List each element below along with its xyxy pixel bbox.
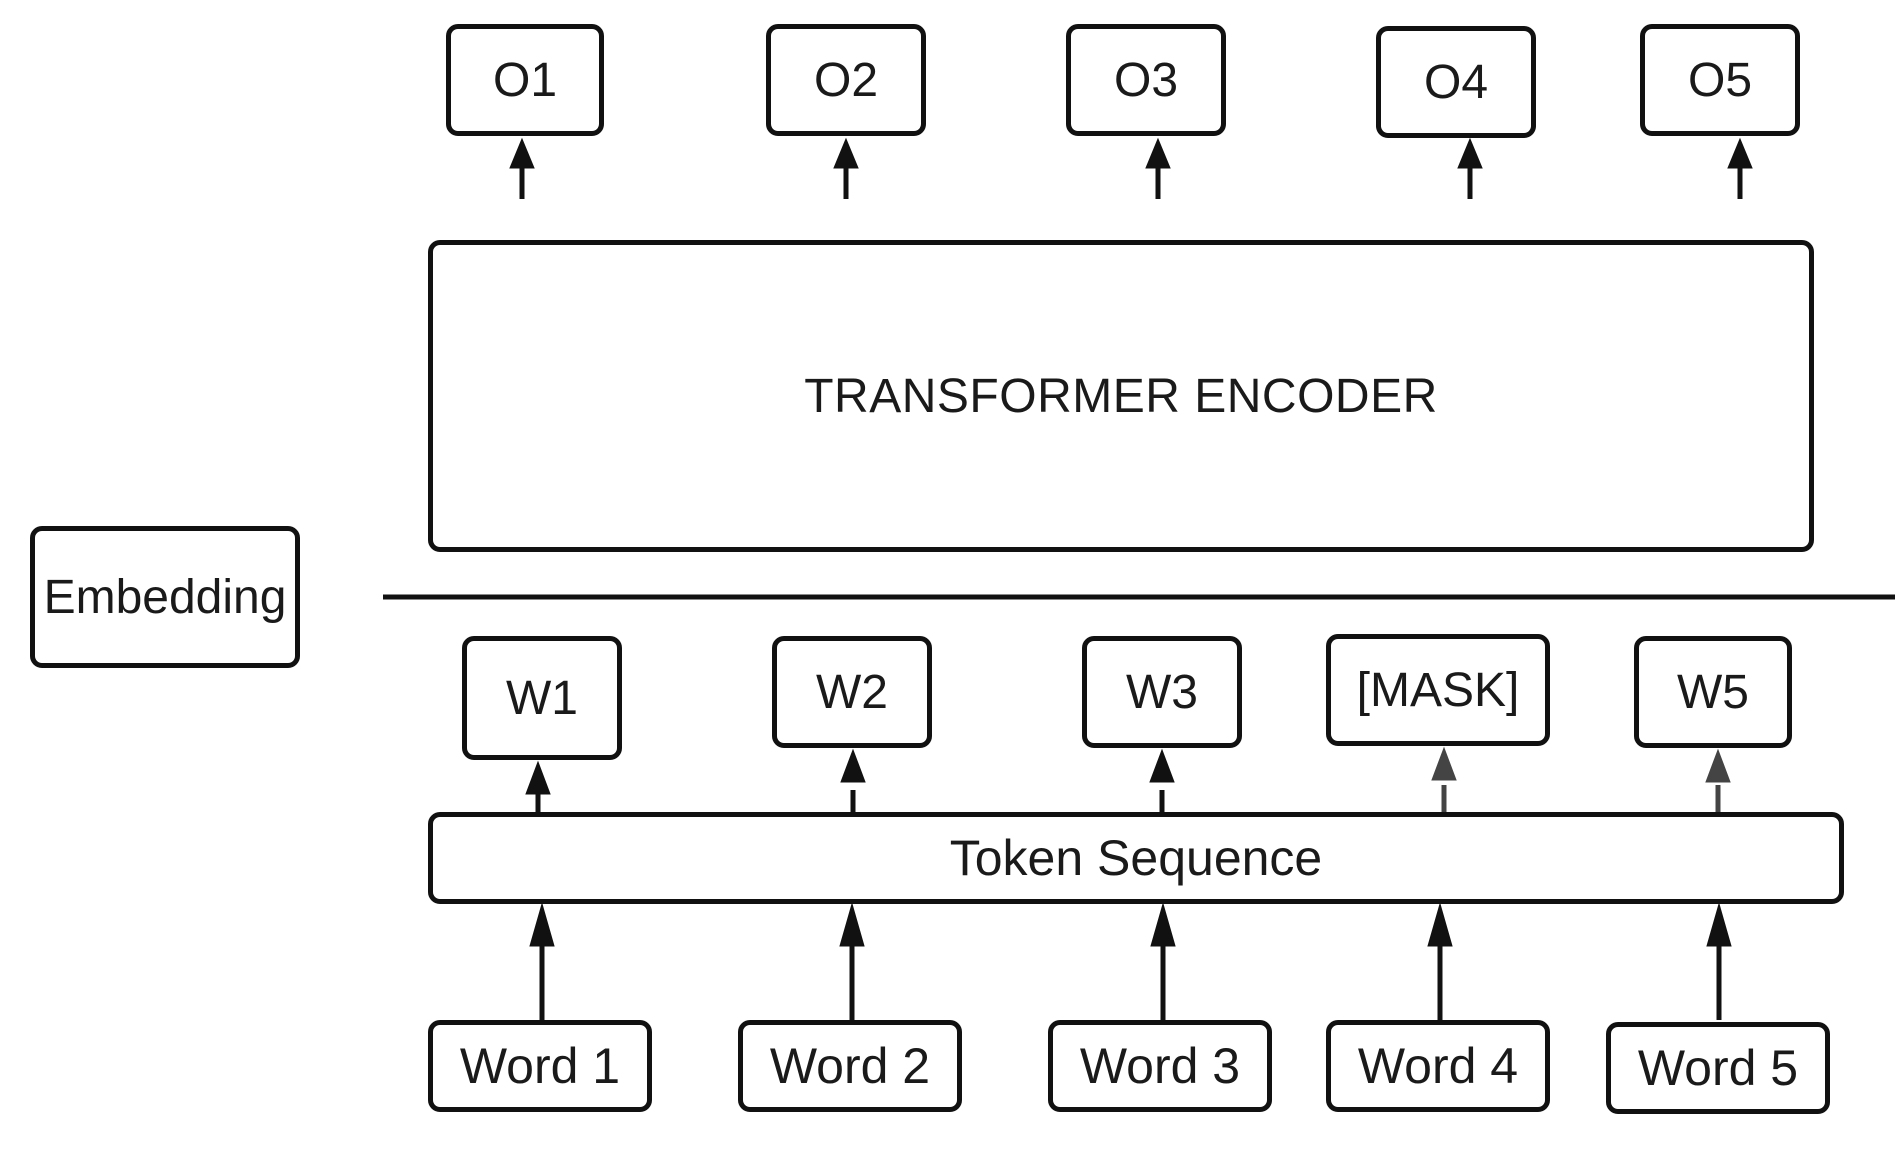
output-label: O1	[492, 53, 558, 107]
word-label: Word 3	[1079, 1038, 1241, 1094]
token-label: W3	[1126, 665, 1198, 719]
output-box-o5: O5	[1640, 24, 1800, 136]
word-sequence-arrows	[529, 902, 1732, 1020]
arrow-from-word-2	[839, 902, 865, 1020]
word-box-3: Word 3	[1048, 1020, 1272, 1112]
transformer-encoder-box: TRANSFORMER ENCODER	[428, 240, 1814, 552]
word-label: Word 5	[1637, 1040, 1799, 1096]
word-box-4: Word 4	[1326, 1020, 1550, 1112]
word-box-1: Word 1	[428, 1020, 652, 1112]
token-label: W5	[1677, 665, 1749, 719]
token-box-w3: W3	[1082, 636, 1242, 748]
token-label: W2	[816, 665, 888, 719]
arrow-to-o2	[833, 137, 859, 199]
token-sequence-label: Token Sequence	[949, 830, 1323, 886]
arrow-to-o5	[1727, 137, 1753, 199]
arrow-to-o1	[509, 137, 535, 199]
token-box-w1: W1	[462, 636, 622, 760]
arrow-from-word-1	[529, 902, 555, 1020]
arrow-to-o4	[1457, 137, 1483, 199]
token-label: [MASK]	[1356, 663, 1520, 717]
embedding-box: Embedding	[30, 526, 300, 668]
output-label: O3	[1113, 53, 1179, 107]
token-sequence-box: Token Sequence	[428, 812, 1844, 904]
token-label: W1	[506, 671, 578, 725]
word-label: Word 4	[1357, 1038, 1519, 1094]
encoder-output-arrows	[509, 137, 1753, 199]
arrow-from-word-3	[1150, 902, 1176, 1020]
arrow-to-w3	[1149, 748, 1175, 812]
arrow-to-mask	[1431, 746, 1457, 812]
arrow-to-w1	[525, 760, 551, 812]
arrow-to-w5	[1705, 748, 1731, 812]
word-box-5: Word 5	[1606, 1022, 1830, 1114]
token-box-w5: W5	[1634, 636, 1792, 748]
arrow-from-word-4	[1427, 902, 1453, 1020]
embedding-label: Embedding	[43, 570, 287, 624]
output-box-o4: O4	[1376, 26, 1536, 138]
arrow-from-word-5	[1706, 902, 1732, 1020]
word-box-2: Word 2	[738, 1020, 962, 1112]
word-label: Word 2	[769, 1038, 931, 1094]
arrow-to-w2	[840, 748, 866, 812]
arrow-to-o3	[1145, 137, 1171, 199]
encoder-label: TRANSFORMER ENCODER	[804, 369, 1438, 423]
token-box-mask: [MASK]	[1326, 634, 1550, 746]
output-box-o1: O1	[446, 24, 604, 136]
word-label: Word 1	[459, 1038, 621, 1094]
output-label: O5	[1687, 53, 1753, 107]
sequence-token-arrows	[525, 746, 1731, 812]
output-label: O4	[1423, 55, 1489, 109]
output-box-o3: O3	[1066, 24, 1226, 136]
token-box-w2: W2	[772, 636, 932, 748]
output-label: O2	[813, 53, 879, 107]
output-box-o2: O2	[766, 24, 926, 136]
